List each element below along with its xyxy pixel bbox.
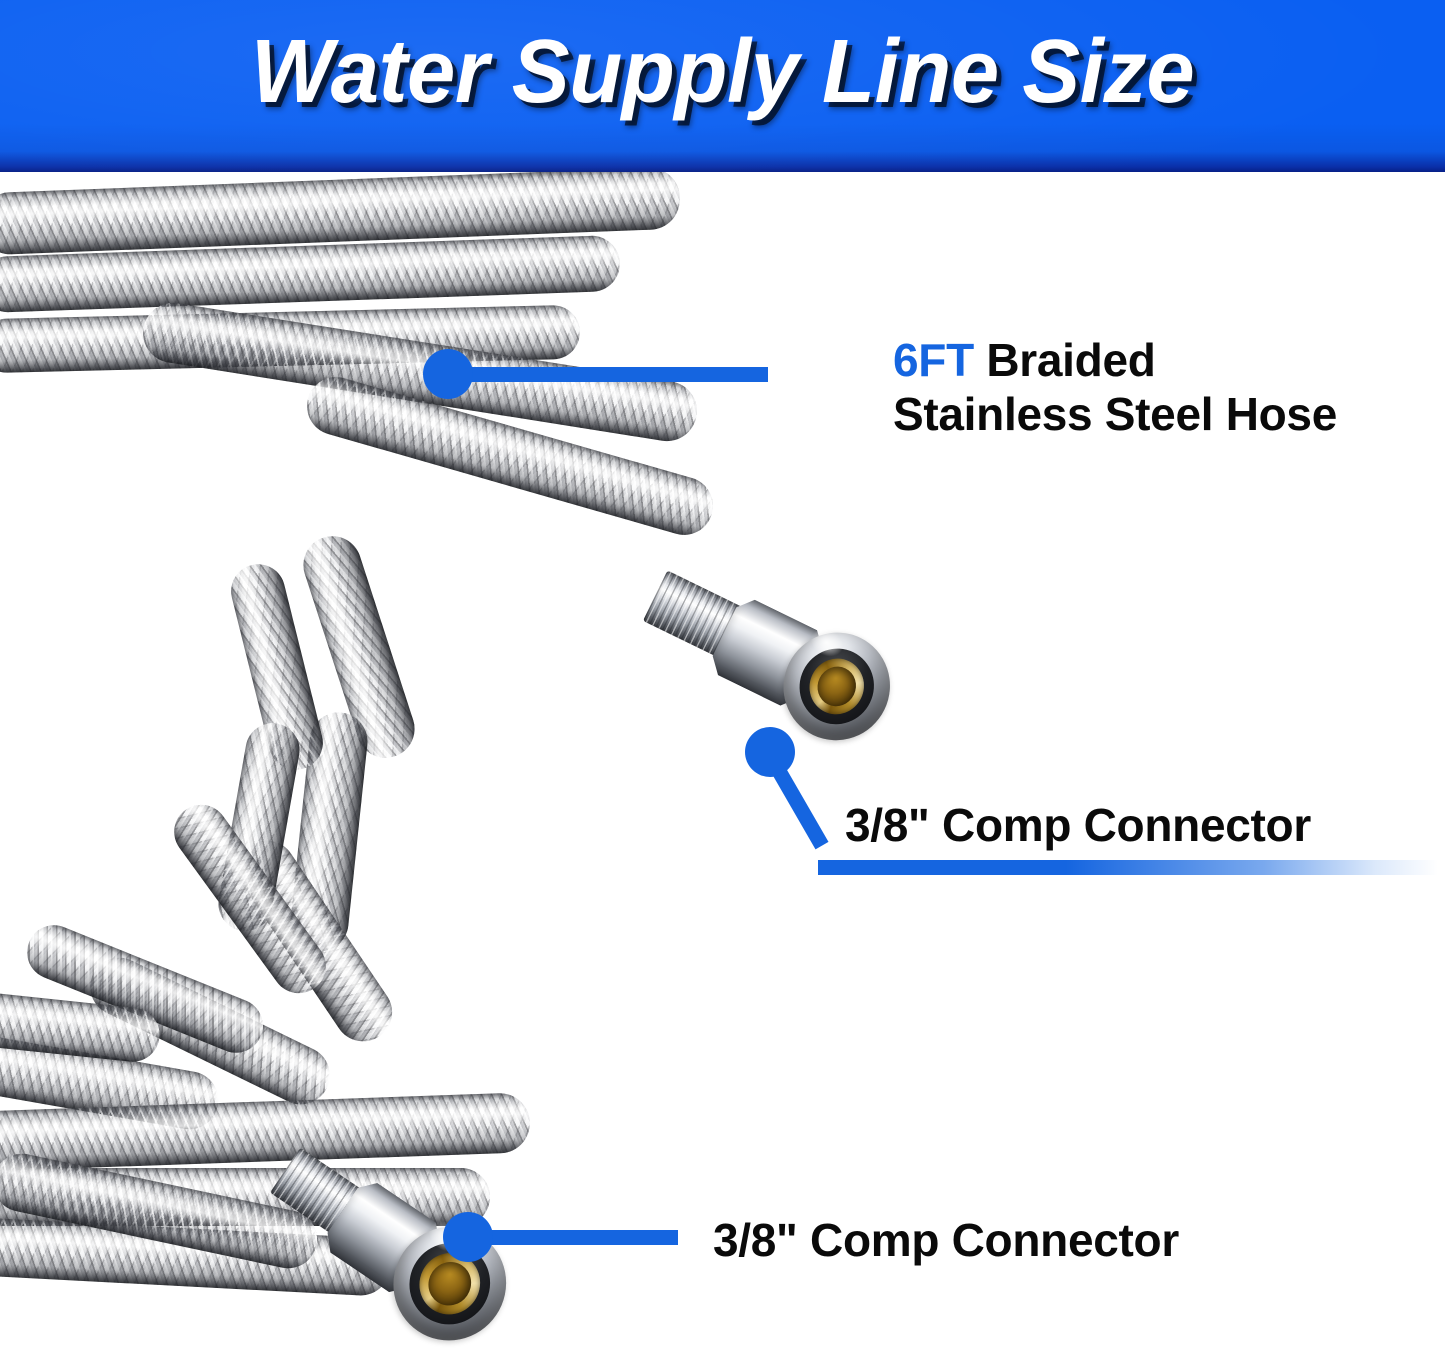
callout-connector-bottom-label: 3/8" Comp Connector xyxy=(713,1214,1179,1266)
callout-hose-label: 6FT Braided Stainless Steel Hose xyxy=(893,333,1337,442)
callout-connector-top-dot xyxy=(745,727,795,777)
callout-hose-leader-line xyxy=(448,367,768,382)
callout-hose-highlight: 6FT xyxy=(893,334,974,386)
callout-connector-bottom-dot xyxy=(443,1212,493,1262)
callout-hose-line2: Stainless Steel Hose xyxy=(893,388,1337,441)
callout-connector-top-label: 3/8" Comp Connector xyxy=(845,799,1311,851)
product-photo xyxy=(0,172,900,1358)
page-title: Water Supply Line Size xyxy=(250,22,1195,122)
callout-connector-top-leader-line xyxy=(818,860,1438,875)
callout-connector-bottom-leader-line xyxy=(468,1230,678,1245)
callout-hose-dot xyxy=(423,349,473,399)
connector-top xyxy=(596,518,900,825)
title-banner: Water Supply Line Size xyxy=(0,0,1445,172)
callout-hose-line1-rest: Braided xyxy=(973,334,1156,386)
